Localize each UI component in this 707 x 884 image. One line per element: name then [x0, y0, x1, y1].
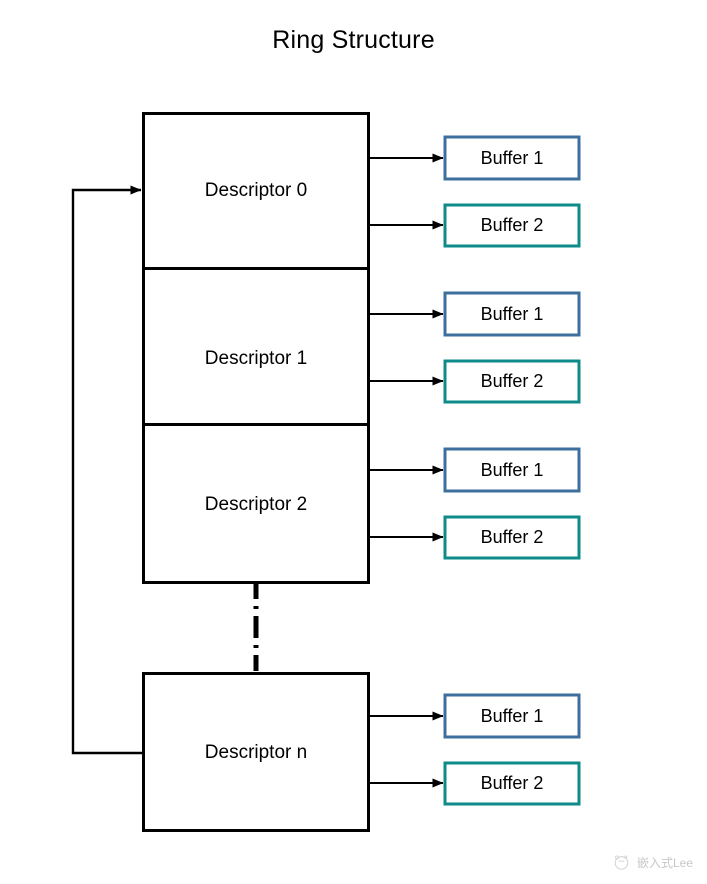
buffer-box-1-1[interactable]	[443, 291, 581, 337]
buffer-label-1-1: Buffer 1	[480, 304, 544, 324]
diagram-title: Ring Structure	[272, 26, 435, 54]
descriptor-box-n[interactable]	[142, 672, 370, 832]
buffer-label-n-1: Buffer 1	[480, 706, 544, 726]
descriptor-box-2[interactable]	[142, 423, 370, 584]
descriptor-label-0: Descriptor 0	[204, 180, 308, 201]
watermark: 嵌入式Lee	[612, 853, 693, 872]
buffer-label-2-2: Buffer 2	[480, 527, 544, 547]
buffer-label-0-2: Buffer 2	[480, 215, 544, 235]
buffer-label-1-2: Buffer 2	[480, 371, 544, 391]
buffer-box-1-2[interactable]	[443, 359, 581, 404]
watermark-text: 嵌入式Lee	[636, 856, 693, 870]
descriptor-label-n: Descriptor n	[204, 742, 308, 763]
circle-logo-icon	[614, 855, 629, 870]
descriptor-label-2: Descriptor 2	[204, 494, 308, 515]
buffer-box-n-1[interactable]	[443, 693, 581, 739]
buffer-label-0-1: Buffer 1	[480, 148, 544, 168]
buffer-box-n-2[interactable]	[443, 761, 581, 806]
buffer-box-0-2[interactable]	[443, 203, 581, 248]
buffer-box-2-1[interactable]	[443, 447, 581, 493]
descriptor-label-1: Descriptor 1	[204, 348, 308, 369]
buffer-box-2-2[interactable]	[443, 515, 581, 560]
buffer-box-0-1[interactable]	[443, 135, 581, 181]
descriptor-box-1[interactable]	[142, 267, 370, 426]
ring-feedback-arrow	[71, 185, 143, 755]
buffer-label-2-1: Buffer 1	[480, 460, 544, 480]
buffer-label-n-2: Buffer 2	[480, 773, 544, 793]
descriptor-box-0[interactable]	[142, 112, 370, 270]
